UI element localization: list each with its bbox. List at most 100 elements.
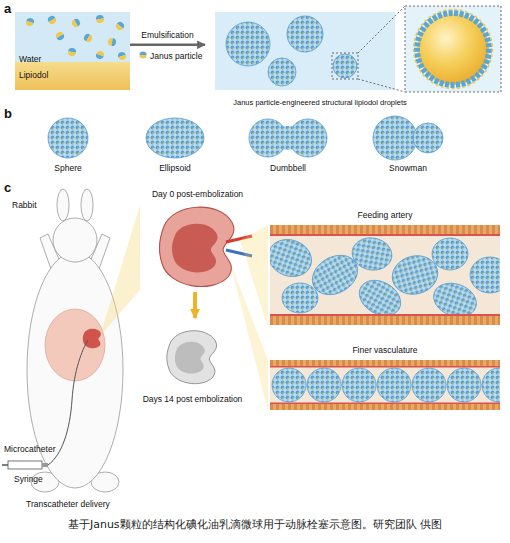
vessel-panel: Finer vasculature	[268, 343, 502, 413]
janus-particle	[67, 47, 76, 56]
syringe-tip	[42, 463, 48, 467]
syringe-plunger	[2, 464, 8, 466]
figure-label: Sphere	[54, 163, 81, 173]
figure-label: Ellipsoid	[159, 163, 191, 173]
panel-letter: a	[4, 1, 11, 16]
zoom-inset	[405, 6, 501, 92]
droplet	[470, 257, 500, 293]
panel-heading: Finer vasculature	[268, 345, 502, 355]
process-arrow	[130, 44, 205, 47]
edge-label: Emulsification	[141, 30, 193, 40]
panel-letter: c	[4, 180, 11, 195]
droplet	[377, 368, 411, 402]
figure-label: Snowman	[389, 163, 427, 173]
dumbbell-droplet	[249, 119, 327, 157]
embolized-droplets	[270, 234, 500, 323]
figure-label: Syringe	[14, 474, 43, 484]
droplet	[272, 368, 306, 402]
droplet-neck	[278, 127, 298, 149]
kidney-day14	[167, 331, 217, 384]
figure-label: Janus particle	[150, 51, 202, 61]
vessel-endothelium	[270, 314, 500, 316]
process-arrow	[193, 292, 197, 318]
droplet	[432, 238, 468, 270]
panel-heading: Janus particle-engineered structural lip…	[207, 98, 433, 108]
beaker-panel: WaterLipiodol	[15, 12, 130, 90]
panel-heading: Feeding artery	[268, 210, 502, 220]
droplet	[342, 368, 376, 402]
vessel-endothelium	[270, 403, 500, 405]
panel-letter: b	[4, 106, 12, 121]
figure-label: Transcatheter delivery	[26, 499, 110, 509]
droplet	[270, 234, 317, 283]
ellipsoid-droplet	[146, 118, 204, 158]
janus-particle	[95, 14, 104, 23]
rabbit-abdomen	[45, 309, 105, 381]
layer-label: Water	[19, 54, 126, 64]
lipiodol-layer	[15, 62, 130, 90]
panel-heading: Day 0 post-embolization	[140, 189, 255, 199]
kidney-medulla	[175, 342, 205, 374]
janus-particle	[71, 18, 82, 29]
rabbit-ear	[81, 189, 93, 221]
droplet	[412, 368, 446, 402]
droplet	[307, 368, 341, 402]
rabbit-head	[53, 218, 97, 262]
sphere-droplet	[48, 118, 88, 158]
janus-particle	[114, 20, 125, 31]
particle-shell	[414, 10, 493, 89]
janus-particle	[25, 17, 35, 27]
kidney-day0	[159, 207, 234, 286]
droplet	[287, 16, 323, 52]
vessel-lumen	[270, 225, 500, 325]
droplet	[268, 58, 296, 86]
vessel-wall	[270, 360, 500, 366]
vessel-endothelium	[270, 366, 500, 368]
rabbit-ear	[57, 189, 69, 221]
janus-particle	[47, 15, 58, 26]
vessel-panel: Feeding artery	[268, 208, 502, 328]
janus-particle	[107, 37, 116, 46]
droplet	[447, 368, 481, 402]
zoom-beam	[100, 205, 140, 336]
droplet	[482, 368, 500, 402]
figure-caption: 基于Janus颗粒的结构化碘化油乳滴微球用于动脉栓塞示意图。研究团队 供图	[0, 518, 510, 532]
droplet-lobe	[373, 116, 417, 160]
layer-label: Lipiodol	[19, 70, 126, 80]
vessel-endothelium	[270, 234, 500, 236]
vessel-wall	[270, 316, 500, 325]
vessel-lumen	[270, 360, 500, 410]
droplet-panel: Janus particle-engineered structural lip…	[205, 12, 435, 112]
janus-particle-icon	[139, 51, 146, 58]
droplet-panel	[215, 12, 395, 90]
zoom-line	[358, 6, 405, 53]
panel-heading: Days 14 post embolization	[135, 394, 250, 404]
janus-particle	[95, 50, 105, 60]
figure-label: Microcatheter	[4, 444, 56, 454]
snowman-droplet	[373, 116, 443, 160]
figure-label: Rabbit	[12, 200, 37, 210]
figure-label: Dumbbell	[270, 163, 306, 173]
zoom-line	[358, 79, 405, 92]
embolized-droplets	[272, 368, 500, 402]
vessel-wall	[270, 404, 500, 410]
syringe-barrel	[8, 461, 42, 469]
droplet-zoomed	[417, 13, 489, 85]
vessel-wall	[270, 225, 500, 234]
janus-particle	[55, 31, 66, 42]
kidney-panel: Day 0 post-embolization	[140, 188, 255, 292]
zoom-beam	[230, 262, 268, 412]
janus-particle	[117, 51, 127, 61]
droplet	[333, 54, 357, 78]
janus-particle	[83, 33, 94, 44]
kidney-panel: Days 14 post embolization	[135, 318, 250, 406]
droplet-lobe	[413, 123, 443, 153]
kidney-medulla	[172, 224, 218, 273]
droplet	[350, 235, 395, 273]
zoom-box	[332, 53, 358, 79]
droplet	[226, 22, 270, 66]
droplet	[282, 283, 318, 313]
